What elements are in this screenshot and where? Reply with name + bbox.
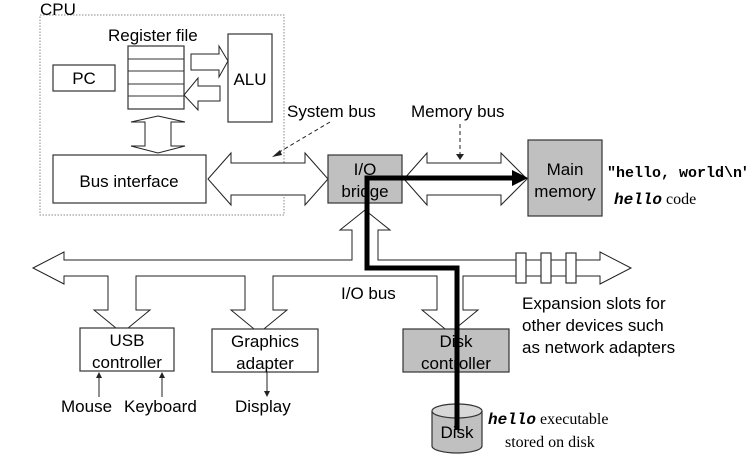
expansion-slots	[515, 252, 577, 284]
system-bus-pointer	[275, 121, 331, 155]
display-arrow-head	[264, 391, 270, 397]
memory-code-contents: hello code	[614, 191, 696, 209]
mouse-label: Mouse	[61, 397, 112, 416]
memory-code-name: hello	[614, 191, 662, 209]
regfile-to-alu-arrow	[190, 44, 229, 79]
disk-label: Disk	[440, 423, 474, 442]
graphics-line1: Graphics	[231, 332, 299, 351]
data-path-arrowhead	[512, 170, 528, 186]
keyboard-label: Keyboard	[124, 397, 197, 416]
main-memory-line2: memory	[534, 182, 596, 201]
alu-label: ALU	[233, 70, 266, 89]
io-bus-body	[31, 209, 633, 334]
disk-note-suffix: executable	[536, 411, 608, 428]
regfile-bus-interface-arrow	[130, 115, 186, 154]
main-memory-line1: Main	[547, 160, 584, 179]
mouse-arrow-head	[96, 372, 102, 378]
alu	[227, 33, 273, 123]
register-file-label: Register file	[108, 26, 198, 45]
disk-note-line2: stored on disk	[505, 434, 595, 451]
memory-string-contents: "hello, world\n"	[607, 165, 747, 182]
expansion-slot	[565, 252, 577, 284]
io-bridge-line1: I/O	[354, 160, 377, 179]
expansion-slot	[540, 252, 552, 284]
graphics-adapter	[211, 328, 319, 373]
pc-register	[52, 64, 116, 92]
usb-line2: controller	[92, 353, 162, 372]
usb-controller	[79, 327, 175, 372]
bus-interface-label: Bus interface	[79, 172, 178, 191]
display-label: Display	[235, 397, 291, 416]
memory-bus-label: Memory bus	[411, 102, 505, 121]
memory-code-suffix: code	[662, 191, 696, 208]
disk-note-line1: hello executable	[488, 411, 608, 429]
expansion-line2: other devices such	[522, 316, 664, 335]
alu-to-regfile-arrow	[183, 76, 221, 112]
cpu-title: CPU	[40, 0, 76, 19]
memory-bus-pointer-head	[456, 154, 464, 160]
expansion-slot	[515, 252, 527, 284]
expansion-line1: Expansion slots for	[522, 294, 666, 313]
io-bus-label: I/O bus	[341, 284, 396, 303]
system-bus-arrow	[207, 151, 329, 207]
system-bus-label: System bus	[287, 102, 376, 121]
bus-interface	[52, 154, 207, 204]
hello-load-data-path	[364, 175, 515, 430]
register-file	[127, 45, 185, 110]
keyboard-arrow-head	[159, 372, 165, 378]
disk-note-name: hello	[488, 411, 536, 429]
pc-label: PC	[72, 69, 96, 88]
expansion-line3: as network adapters	[522, 338, 675, 357]
disk	[431, 403, 483, 454]
system-bus-pointer-head	[272, 150, 282, 157]
usb-line1: USB	[110, 331, 145, 350]
graphics-line2: adapter	[236, 354, 294, 373]
